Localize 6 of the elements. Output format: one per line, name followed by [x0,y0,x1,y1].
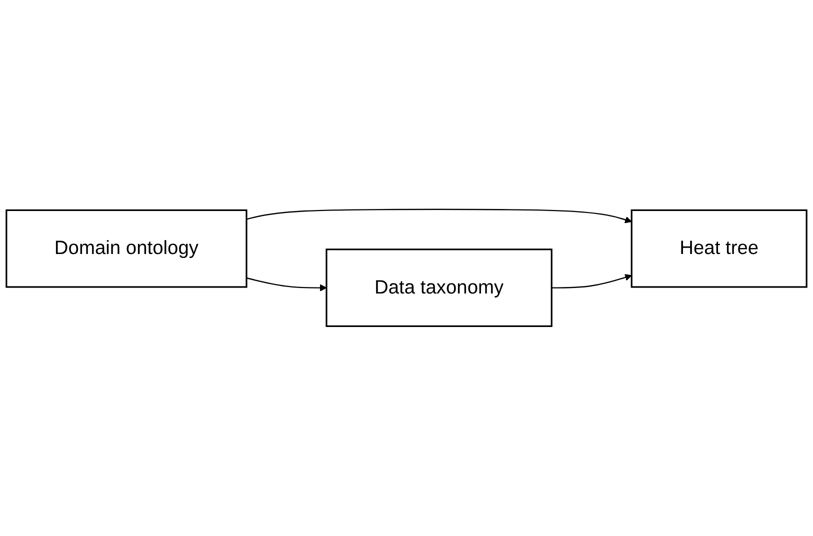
arrow [246,278,327,292]
node-box: Domain ontology [6,210,248,288]
node-box: Heat tree [630,210,808,288]
arrow [246,209,632,224]
arrow [552,274,632,289]
node-box: Data taxonomy [326,248,552,328]
